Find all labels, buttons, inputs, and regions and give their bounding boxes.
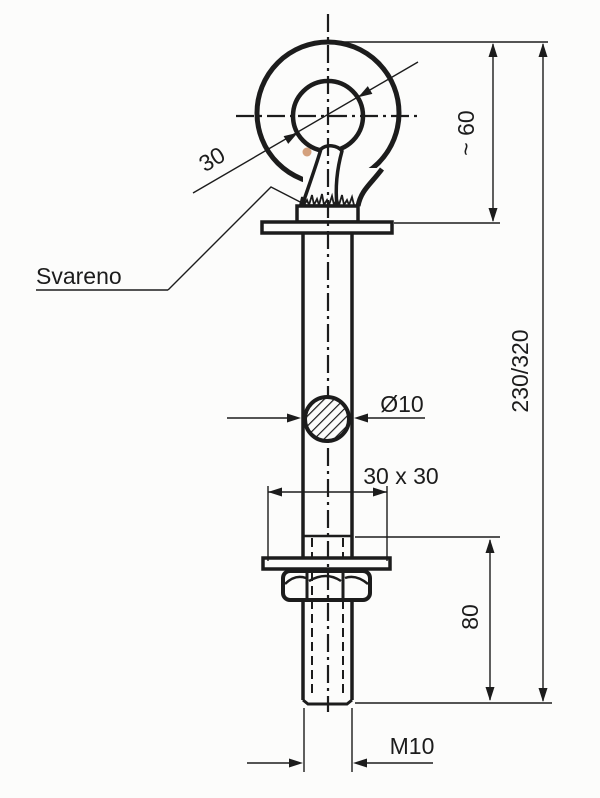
bolt-body (260, 204, 394, 706)
bottom-square-plate (261, 556, 392, 571)
welded-stem (300, 144, 344, 208)
arrowhead (485, 539, 495, 553)
dimension-thread-spec: M10 (247, 708, 434, 772)
arrowhead (289, 758, 303, 768)
weld-callout-leader (167, 186, 307, 291)
dimension-label-plate-size: 30 x 30 (363, 463, 438, 489)
ring-neck-right-curve (355, 167, 385, 207)
dimension-plate-size: 30 x 30 (267, 463, 439, 561)
rod-cross-section-circle (303, 395, 351, 443)
arrowhead (485, 687, 495, 701)
arrowhead (268, 487, 282, 497)
dimension-label-thread-spec: M10 (390, 733, 435, 759)
centerlines (236, 14, 421, 712)
arrowhead (488, 43, 498, 57)
dimension-label-overall-length: 230/320 (507, 329, 533, 412)
arrowhead (354, 413, 368, 423)
hex-nut (281, 569, 372, 602)
arrowhead (358, 86, 373, 98)
arrowhead (538, 43, 548, 57)
arrowhead (538, 688, 548, 702)
dimension-overall-length: 230/320 (507, 43, 548, 702)
dimension-label-thread-length: 80 (457, 604, 483, 630)
weld-note-label: Svareno (36, 263, 122, 289)
dimension-thread-length: 80 (355, 536, 552, 704)
hex-nut-chamfer-arc-left (284, 575, 307, 585)
arrowhead (287, 413, 301, 423)
dimension-line-eye-hole (192, 61, 419, 194)
arrowhead (283, 132, 298, 144)
arrowhead (353, 758, 367, 768)
dimension-rod-diameter: Ø10 (227, 391, 425, 423)
dimension-eye-height: ~ 60 (332, 41, 548, 224)
hex-nut-chamfer-arc-right (344, 575, 369, 585)
dimension-label-rod-diameter: Ø10 (380, 391, 423, 417)
arrowhead (373, 487, 387, 497)
dimension-label-eye-height: ~ 60 (453, 110, 479, 155)
scan-stain-dot (302, 147, 312, 157)
arrowhead (488, 208, 498, 222)
weld-callout: Svareno (36, 186, 307, 291)
dimension-label-eye-hole: 30 (194, 141, 229, 176)
